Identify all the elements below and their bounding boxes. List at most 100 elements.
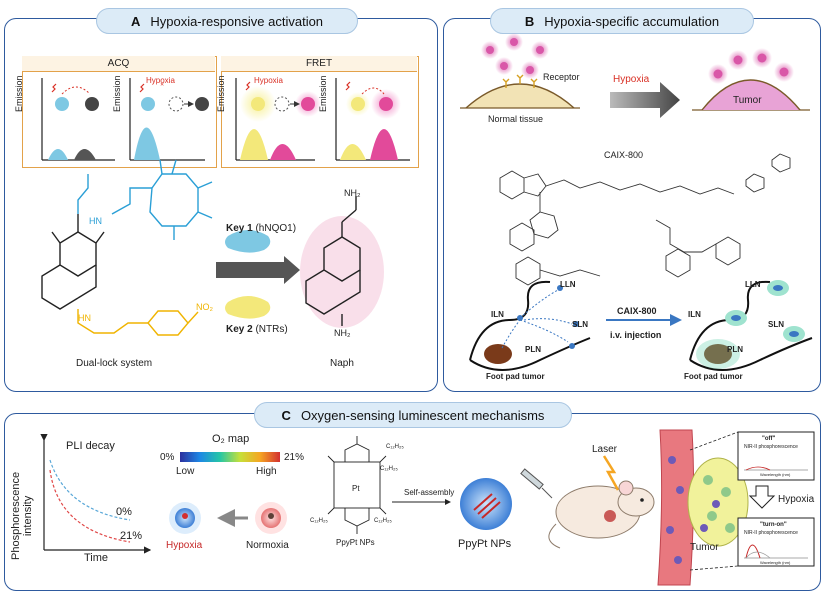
normal-tissue-label: Normal tissue xyxy=(488,114,544,124)
nh2-top: NH₂ xyxy=(344,188,361,198)
iv-label: i.v. injection xyxy=(610,330,662,340)
lln-label-2: LLN xyxy=(745,280,761,289)
iln-label-1: ILN xyxy=(491,310,504,319)
panel-c-title: C Oxygen-sensing luminescent mechanisms xyxy=(254,402,572,428)
off-label: "off" xyxy=(762,436,776,442)
caix-arrow-label: CAIX-800 xyxy=(617,306,657,316)
panel-b-title-text: Hypoxia-specific accumulation xyxy=(544,13,720,29)
laser-label: Laser xyxy=(592,444,618,455)
emission-label-1: Emission xyxy=(14,75,24,112)
o2-scale-bar xyxy=(180,452,280,462)
turn-on-spectrum-box xyxy=(737,517,815,567)
self-assembly-label: Self-assembly xyxy=(404,488,455,497)
hn-label: HN xyxy=(89,216,102,226)
dual-lock-structure xyxy=(41,159,213,336)
turnon-wavelength: Wavelength (nm) xyxy=(760,560,791,565)
pct21-label: 21% xyxy=(120,530,143,542)
pln-label-2: PLN xyxy=(727,345,743,354)
tumor-cells xyxy=(687,457,749,547)
no2-label: NO₂ xyxy=(196,302,214,312)
acq-plot-2: ✕ xyxy=(129,78,209,161)
off-nir-label: NIR-II phosphorescence xyxy=(744,444,798,450)
laser-bolt-icon xyxy=(602,455,620,491)
fret-plot-1 xyxy=(235,78,321,161)
pct0-label: 0% xyxy=(116,506,132,518)
turnon-label: "turn-on" xyxy=(760,522,787,528)
pt-label: Pt xyxy=(352,484,360,493)
c12-label-1: C₁₂H₂₅ xyxy=(386,444,404,450)
acq-hypoxia-label: Hypoxia xyxy=(146,76,175,85)
o2-high-label: High xyxy=(256,466,277,477)
naph-structure xyxy=(300,196,384,328)
c12-label-3: C₁₂H₂₅ xyxy=(310,518,328,524)
o2-scale-min: 0% xyxy=(160,452,175,463)
panel-b-hypoxia-label: Hypoxia xyxy=(613,74,650,85)
fret-header: FRET xyxy=(221,56,417,72)
key2-label: Key 2 (NTRs) xyxy=(226,324,288,335)
key2-shape xyxy=(225,296,271,319)
activation-arrow xyxy=(216,256,300,284)
panel-a-art: ✕ xyxy=(41,78,410,338)
panel-c-tumor-label: Tumor xyxy=(690,542,719,553)
panel-b-letter: B xyxy=(524,13,535,29)
blood-vessel xyxy=(657,429,695,586)
fluorophore-dot xyxy=(55,97,69,111)
ppypt-structure-label: PpyPt NPs xyxy=(336,538,375,547)
pli-decay-label: PLI decay xyxy=(66,440,115,452)
turnon-nir-label: NIR-II phosphorescence xyxy=(744,530,798,536)
receptor-label: Receptor xyxy=(543,72,580,82)
hypoxia-particle xyxy=(169,502,201,534)
panel-a-title: A Hypoxia-responsive activation xyxy=(96,8,358,34)
off-spectrum-box xyxy=(737,431,815,481)
caix-800-structure xyxy=(499,153,791,286)
hypoxia-arrow xyxy=(610,82,680,118)
ppypt-nanoparticle xyxy=(460,478,512,530)
foot-label-2: Foot pad tumor xyxy=(684,372,743,381)
panel-c-letter: C xyxy=(281,407,291,423)
lymph-diagram-after xyxy=(689,280,813,371)
normoxia-particle xyxy=(255,502,287,534)
lln-label-1: LLN xyxy=(560,280,576,289)
emission-label-4: Emission xyxy=(318,75,328,112)
mouse-illustration xyxy=(548,455,655,549)
hn-label-2: HN xyxy=(78,313,91,323)
off-wavelength: Wavelength (nm) xyxy=(760,472,791,477)
time-label: Time xyxy=(84,552,109,564)
lymph-diagram-before xyxy=(469,280,591,371)
sln-label-2: SLN xyxy=(768,320,784,329)
emission-label-2: Emission xyxy=(112,75,122,112)
nh2-bottom: NH₂ xyxy=(334,328,351,338)
naph-label: Naph xyxy=(330,358,354,369)
foot-label-1: Foot pad tumor xyxy=(486,372,545,381)
o2-low-label: Low xyxy=(176,466,195,477)
panel-b-title: B Hypoxia-specific accumulation xyxy=(490,8,754,34)
fret-plot-2 xyxy=(335,78,410,161)
key1-label: Key 1 (hNQO1) xyxy=(226,223,297,234)
panel-b-art xyxy=(460,33,813,371)
acq-plot-1 xyxy=(41,78,115,161)
acq-header: ACQ xyxy=(22,56,215,72)
tumor-label: Tumor xyxy=(733,95,762,106)
key1-shape xyxy=(225,230,271,253)
c12-label-2: C₁₂H₂₅ xyxy=(380,466,398,472)
normoxia-particle-label: Normoxia xyxy=(246,540,289,551)
emission-label-3: Emission xyxy=(216,75,226,112)
pln-label-1: PLN xyxy=(525,345,541,354)
pli-decay-plot xyxy=(40,434,152,554)
caix-label: CAIX-800 xyxy=(604,150,644,160)
sln-label-1: SLN xyxy=(572,320,588,329)
panel-a-title-text: Hypoxia-responsive activation xyxy=(150,13,324,29)
dual-lock-label: Dual-lock system xyxy=(76,358,153,369)
o2-scale-max: 21% xyxy=(284,452,305,463)
down-arrow xyxy=(748,485,776,509)
ppypt-np-label: PpyPt NPs xyxy=(458,538,512,550)
panel-c-hypoxia-label: Hypoxia xyxy=(778,494,815,505)
fret-hypoxia-label: Hypoxia xyxy=(254,76,283,85)
hypoxia-particle-label: Hypoxia xyxy=(166,540,203,551)
svg-text:✕: ✕ xyxy=(160,82,164,88)
panel-c-title-text: Oxygen-sensing luminescent mechanisms xyxy=(300,407,545,423)
c12-label-4: C₁₂H₂₅ xyxy=(374,518,392,524)
o2-map-label: O₂ map xyxy=(212,433,250,445)
quenched-dot xyxy=(85,97,99,111)
